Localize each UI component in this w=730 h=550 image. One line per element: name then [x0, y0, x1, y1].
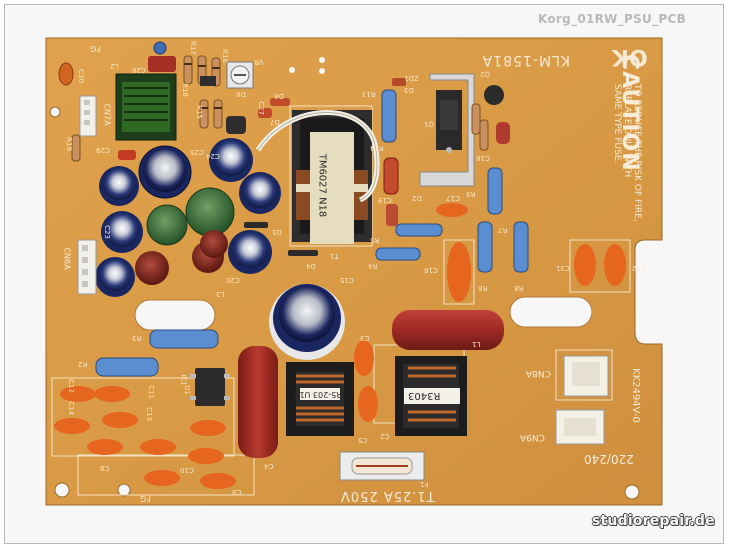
- mounting-hole: [117, 483, 131, 497]
- connector-label-cn8a: CN8A: [526, 368, 551, 378]
- heatsink-q1: [419, 73, 475, 187]
- ceramic-capacitor-c30: [58, 62, 74, 86]
- diode-d4: [288, 250, 318, 256]
- capacitor-c31: [574, 244, 596, 286]
- fg-label: FG: [90, 44, 101, 53]
- resistor-r19: [71, 134, 81, 162]
- caution-line-3: SAME TYPE FUSE.: [612, 84, 622, 164]
- watermark: studiorepair.de: [592, 513, 715, 529]
- capacitor-red-round: [135, 251, 169, 285]
- caution-line-1: TO REDUCE THE RISK OF FIRE,: [632, 84, 642, 222]
- voltage-label: 220/240: [584, 452, 634, 466]
- capacitor-c19: [386, 204, 398, 226]
- resistor-r14: [383, 157, 399, 195]
- caution-text: TO REDUCE THE RISK OF FIRE, REPLACE ONLY…: [612, 84, 642, 254]
- film-capacitor-green: [146, 204, 188, 246]
- capacitor-c15-bulk: [269, 284, 345, 360]
- capacitor-c27: [258, 108, 272, 118]
- transistor-q2: [484, 85, 504, 105]
- capacitor-red-round: [200, 230, 228, 258]
- mounting-hole: [319, 68, 325, 74]
- capacitor-c29-small: [118, 150, 136, 160]
- capacitor-c4: [238, 346, 278, 458]
- mounting-hole: [289, 67, 295, 73]
- mounting-hole: [54, 482, 70, 498]
- electrolytic-capacitors-left: [95, 138, 281, 297]
- resistor-r3: [149, 329, 219, 349]
- mounting-hole: [49, 106, 61, 118]
- capacitor-c18: [496, 122, 510, 144]
- resistor-r9: [471, 103, 481, 135]
- transistor: [200, 76, 216, 86]
- diode-d6: [270, 98, 290, 106]
- capacitor-c17: [436, 203, 468, 217]
- resistor-r6: [477, 221, 493, 273]
- ic1: [195, 368, 225, 406]
- resistor-r5: [395, 223, 443, 237]
- fuse-rating: T1.25A 250V: [340, 488, 435, 503]
- capacitor-c16: [447, 242, 471, 302]
- transistor: [226, 116, 246, 134]
- capacitor-c2: [358, 386, 378, 422]
- choke-label: R3403: [408, 390, 441, 401]
- diode-d5: [244, 222, 268, 228]
- mounting-hole: [624, 484, 640, 500]
- film-capacitor-green: [185, 187, 235, 237]
- choke-r3403: [395, 356, 467, 436]
- resistor-r-blue: [487, 167, 503, 215]
- caution-line-2: REPLACE ONLY WITH: [622, 84, 632, 178]
- fg-label-bottom: FG: [140, 494, 151, 503]
- connector-cn6a: [77, 239, 97, 295]
- connector-cn8a: [563, 355, 609, 397]
- resistor-r4: [375, 247, 421, 261]
- connector-label-cn6a: CN6A: [62, 247, 72, 270]
- connector-label-cn9a: CN9A: [520, 432, 545, 442]
- resistor-r13: [381, 89, 397, 143]
- diode-zd1: [392, 78, 406, 86]
- connector-label-cn7a: CN7A: [102, 103, 112, 126]
- capacitor-c3: [354, 340, 374, 376]
- ceramic-capacitors-bottom-left: [54, 386, 236, 489]
- filter-label: R5-203 U1A: [294, 390, 342, 399]
- fuse-f1: [339, 451, 425, 481]
- transformer-t1: [292, 110, 372, 244]
- part-code: KK2494V-0: [629, 368, 641, 423]
- silkscreen-model: KLM-1581A: [481, 52, 570, 68]
- mounting-slot: [134, 299, 216, 331]
- resistor-r2: [95, 357, 159, 377]
- capacitor-c1-x: [392, 310, 504, 350]
- line-filter-l1: [286, 362, 354, 436]
- connector-cn9a: [555, 409, 605, 445]
- capacitor-c3-small: [153, 41, 167, 55]
- resistor-r10: [479, 119, 489, 151]
- mounting-slot: [509, 296, 593, 328]
- connector-cn7a: [79, 95, 97, 137]
- transformer-label: TM6027 N18: [316, 153, 328, 218]
- resistor-array-top: [183, 55, 223, 129]
- resistor-r8: [513, 221, 529, 273]
- capacitor-c28: [148, 56, 176, 72]
- capacitor-c32: [604, 244, 626, 286]
- window-title: Korg_01RW_PSU_PCB: [538, 12, 687, 26]
- mounting-hole: [319, 57, 325, 63]
